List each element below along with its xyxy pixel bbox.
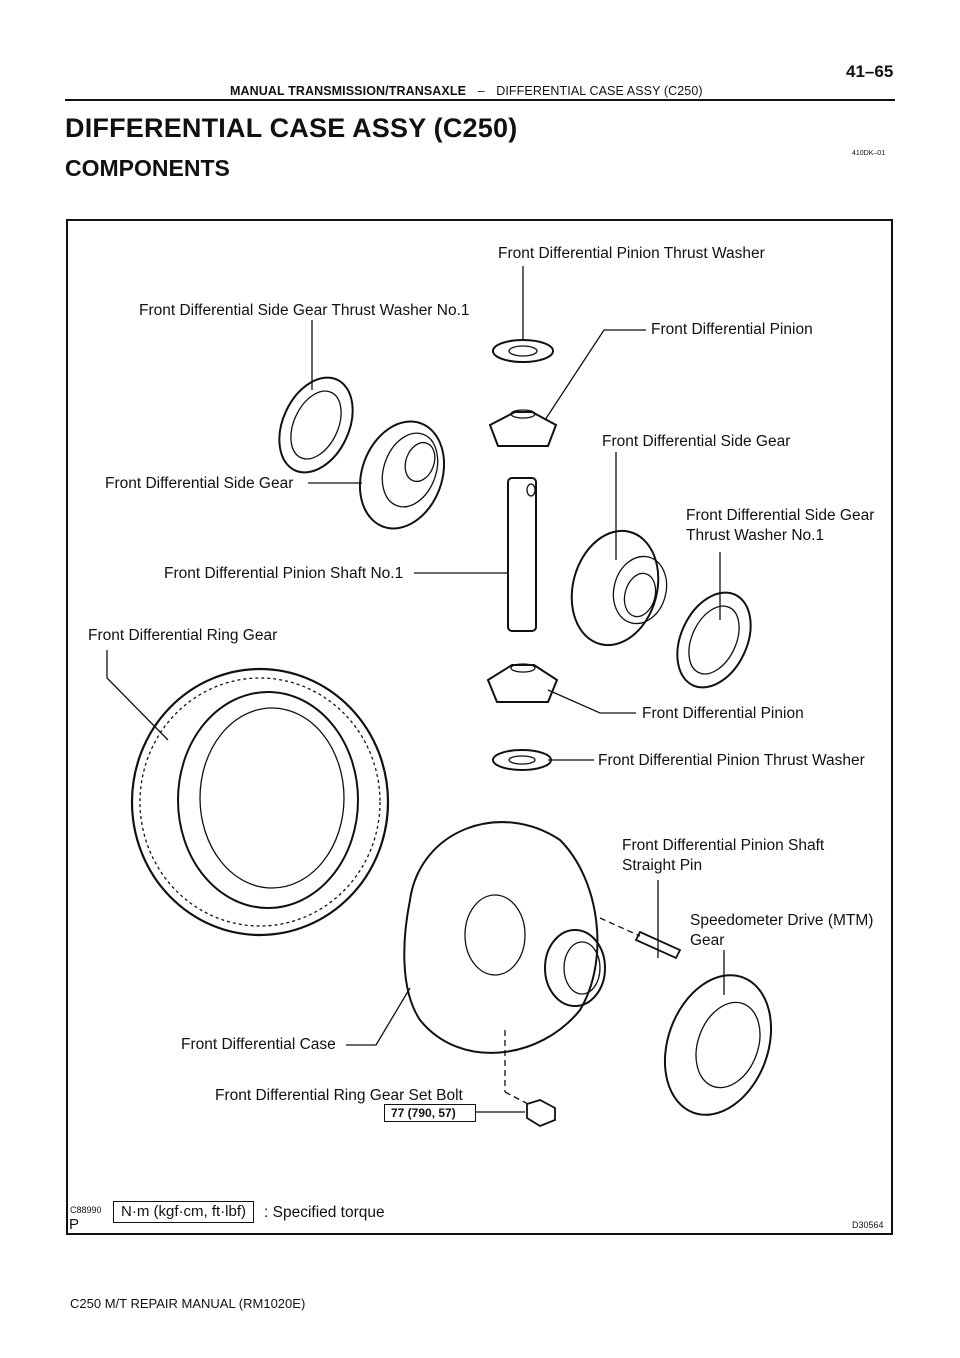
label-line-2: Gear	[690, 932, 725, 949]
label-differential-case: Front Differential Case	[181, 1036, 336, 1053]
label-ring-gear-set-bolt: Front Differential Ring Gear Set Bolt	[215, 1087, 463, 1104]
label-straight-pin: Front Differential Pinion Shaft Straight…	[622, 836, 824, 876]
torque-value-box: 77 (790, 57)	[384, 1104, 476, 1122]
label-side-gear-left: Front Differential Side Gear	[105, 475, 294, 492]
label-side-gear-right: Front Differential Side Gear	[602, 433, 791, 450]
legend-description: : Specified torque	[264, 1204, 385, 1221]
label-pinion-thrust-washer-bottom: Front Differential Pinion Thrust Washer	[598, 752, 865, 769]
label-speedometer-gear: Speedometer Drive (MTM) Gear	[690, 911, 873, 951]
label-line-1: Front Differential Side Gear	[686, 507, 875, 524]
header-rule	[65, 99, 895, 101]
legend-units-box: N·m (kgf·cm, ft·lbf)	[113, 1201, 254, 1223]
header-section: MANUAL TRANSMISSION/TRANSAXLE	[230, 84, 467, 98]
label-side-gear-thrust-washer-right: Front Differential Side Gear Thrust Wash…	[686, 506, 874, 546]
page-title: DIFFERENTIAL CASE ASSY (C250)	[65, 113, 518, 143]
section-title: COMPONENTS	[65, 155, 230, 181]
figure-code-right: D30564	[852, 1220, 884, 1230]
header-subsection: DIFFERENTIAL CASE ASSY (C250)	[496, 84, 703, 98]
page-footer: C250 M/T REPAIR MANUAL (RM1020E)	[70, 1296, 306, 1311]
label-pinion-top: Front Differential Pinion	[651, 321, 813, 338]
figure-code-left: C88990	[70, 1205, 102, 1215]
label-line-2: Thrust Washer No.1	[686, 527, 825, 544]
label-pinion-thrust-washer-top: Front Differential Pinion Thrust Washer	[498, 245, 765, 262]
header-separator: –	[477, 84, 485, 98]
page-number: 41–65	[846, 62, 894, 81]
label-pinion-shaft: Front Differential Pinion Shaft No.1	[164, 565, 404, 582]
illustration-frame	[66, 219, 893, 1235]
label-line-1: Speedometer Drive (MTM)	[690, 912, 874, 929]
label-ring-gear: Front Differential Ring Gear	[88, 627, 278, 644]
label-pinion-bottom: Front Differential Pinion	[642, 705, 804, 722]
doc-id: 410DK–01	[852, 150, 886, 157]
running-header: MANUAL TRANSMISSION/TRANSAXLE – DIFFEREN…	[230, 84, 703, 98]
label-line-1: Front Differential Pinion Shaft	[622, 837, 825, 854]
label-line-2: Straight Pin	[622, 857, 703, 874]
label-side-gear-thrust-washer-left: Front Differential Side Gear Thrust Wash…	[139, 302, 470, 319]
figure-mark: P	[69, 1216, 80, 1233]
